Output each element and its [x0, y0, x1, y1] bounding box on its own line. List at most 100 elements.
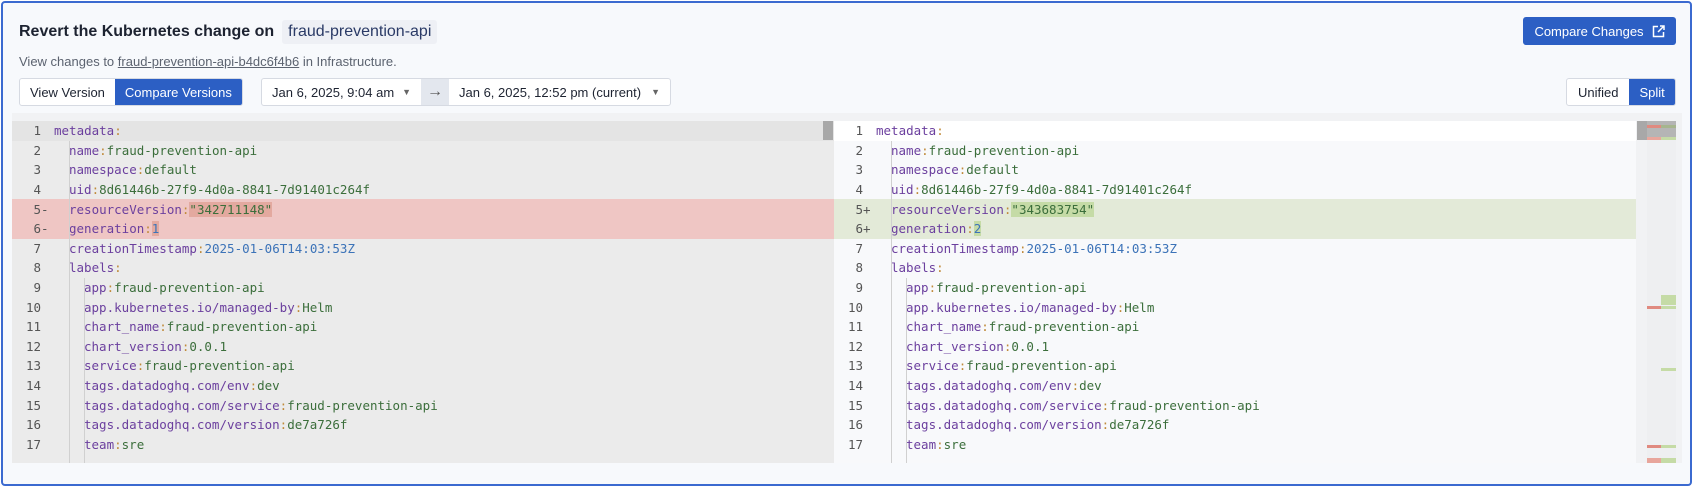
yaml-value: Helm: [1124, 299, 1155, 315]
line-number: 17: [847, 436, 863, 452]
yaml-value: 8d61446b-27f9-4d0a-8841-7d91401c264f: [99, 182, 371, 198]
yaml-value: 0.0.1: [189, 338, 228, 354]
yaml-value: 8d61446b-27f9-4d0a-8841-7d91401c264f: [921, 182, 1193, 198]
from-version-dropdown[interactable]: Jan 6, 2025, 9:04 am ▼: [262, 79, 421, 105]
line-number: 13: [25, 358, 41, 374]
line-number: 11: [847, 319, 863, 335]
yaml-key: tags.datadoghq.com/env: [906, 378, 1072, 394]
compare-versions-button[interactable]: Compare Versions: [114, 79, 242, 105]
yaml-key: tags.datadoghq.com/service: [906, 397, 1102, 413]
line-number: 9: [855, 280, 863, 296]
yaml-key: tags.datadoghq.com/service: [84, 397, 280, 413]
yaml-key: namespace: [891, 162, 959, 178]
arrow-right-icon: →: [421, 79, 449, 105]
view-toggle: Unified Split: [1566, 78, 1676, 106]
view-version-button[interactable]: View Version: [30, 84, 105, 100]
line-number: 9: [33, 280, 41, 296]
line-number: 4: [855, 182, 863, 198]
yaml-value: 1: [151, 221, 160, 237]
line-number: 1: [33, 123, 41, 139]
subtitle: View changes to fraud-prevention-api-b4d…: [19, 54, 397, 69]
line-number: 2: [33, 142, 41, 158]
yaml-value: fraud-prevention-api: [287, 397, 438, 413]
line-number: 14: [25, 378, 41, 394]
line-number: 10: [25, 299, 41, 315]
line-number: 1: [855, 123, 863, 139]
code-line: 5+resourceVersion: "343683754": [834, 199, 1636, 219]
yaml-key: metadata: [876, 123, 937, 139]
yaml-value: sre: [121, 436, 145, 452]
yaml-value: "342711148": [189, 201, 273, 217]
line-number: 2: [855, 142, 863, 158]
yaml-value: fraud-prevention-api: [928, 142, 1080, 158]
external-link-icon: [1652, 24, 1665, 37]
line-number: 14: [847, 378, 863, 394]
yaml-value: fraud-prevention-api: [1109, 397, 1260, 413]
line-number: 5-: [33, 201, 49, 217]
yaml-key: chart_name: [84, 319, 160, 335]
line-number: 13: [847, 358, 863, 374]
to-version-dropdown[interactable]: Jan 6, 2025, 12:52 pm (current)▼: [449, 79, 670, 105]
line-number: 15: [25, 397, 41, 413]
yaml-value: fraud-prevention-api: [106, 142, 258, 158]
yaml-key: team: [84, 436, 115, 452]
yaml-key: tags.datadoghq.com/version: [906, 417, 1102, 433]
line-number: 10: [847, 299, 863, 315]
right-scrollbar[interactable]: [1637, 121, 1647, 140]
yaml-value: "343683754": [1011, 201, 1095, 217]
yaml-key: uid: [891, 182, 914, 198]
yaml-value: fraud-prevention-api: [114, 280, 265, 296]
unified-button[interactable]: Unified: [1578, 84, 1619, 100]
mode-toggle: View Version Compare Versions: [19, 78, 243, 106]
subtitle-suffix: in Infrastructure.: [302, 54, 397, 69]
yaml-key: chart_version: [906, 338, 1004, 354]
yaml-value: sre: [943, 436, 967, 452]
yaml-value: de7a726f: [287, 417, 348, 433]
yaml-key: service: [906, 358, 959, 374]
from-version-value: Jan 6, 2025, 9:04 am: [272, 84, 395, 100]
yaml-value: Helm: [302, 299, 333, 315]
line-number: 3: [855, 162, 863, 178]
code-line: 6-generation: 1: [12, 218, 834, 239]
yaml-key: app.kubernetes.io/managed-by: [84, 299, 295, 315]
resource-link[interactable]: fraud-prevention-api-b4dc6f4b6: [117, 54, 300, 69]
left-scrollbar[interactable]: [823, 121, 833, 140]
yaml-key: labels: [891, 260, 937, 276]
line-number: 8: [33, 260, 41, 276]
compare-changes-button[interactable]: Compare Changes: [1523, 17, 1676, 45]
yaml-value: 2: [973, 221, 982, 237]
diff-minimap[interactable]: [1647, 121, 1676, 463]
yaml-key: uid: [69, 182, 92, 198]
chevron-down-icon: ▼: [402, 87, 411, 97]
yaml-key: creationTimestamp: [891, 240, 1019, 256]
line-number: 8: [855, 260, 863, 276]
yaml-key: labels: [69, 260, 115, 276]
line-number: 7: [855, 240, 863, 256]
split-button[interactable]: Split: [1629, 79, 1675, 105]
yaml-value: default: [144, 162, 197, 178]
yaml-key: service: [84, 358, 137, 374]
yaml-key: resourceVersion: [69, 201, 182, 217]
